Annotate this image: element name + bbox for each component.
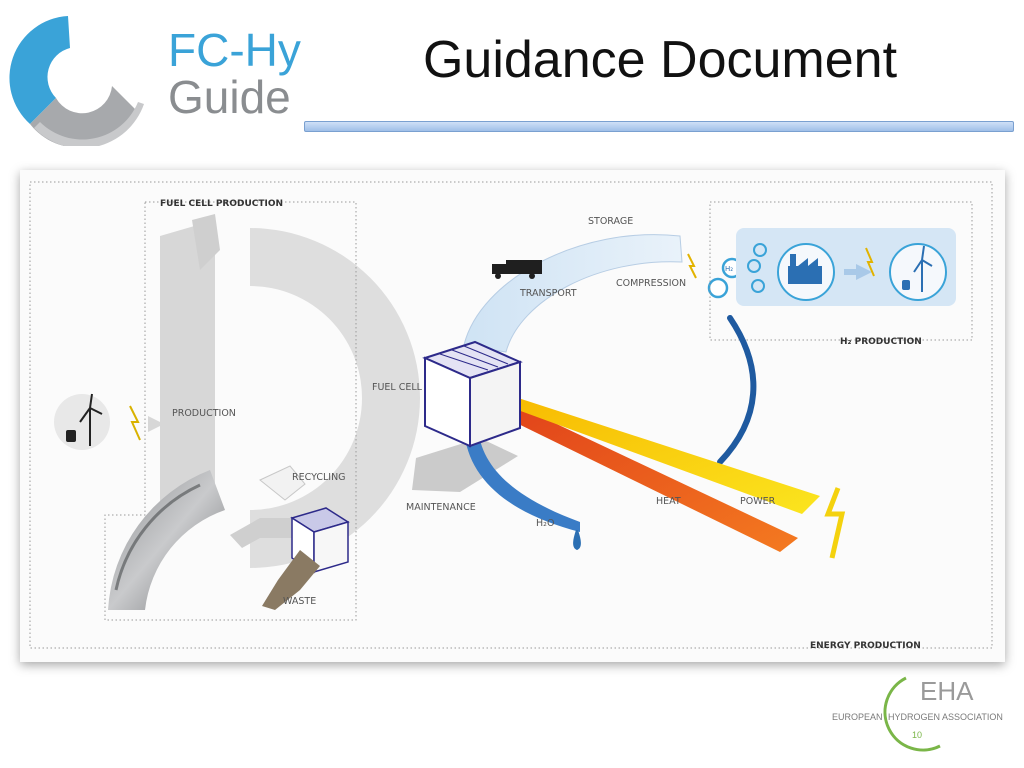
label-production: PRODUCTION xyxy=(172,408,236,419)
wind-turbine-icon-left xyxy=(66,393,103,446)
production-belt xyxy=(108,470,225,610)
logo-gray-arc-outer xyxy=(34,102,144,146)
label-fuel-cell-production: FUEL CELL PRODUCTION xyxy=(160,199,283,209)
production-column-top xyxy=(192,214,220,270)
factory-icon xyxy=(788,254,822,284)
logo-gray-arc xyxy=(30,86,136,146)
hydrogen-lifecycle-diagram: FUEL CELL PRODUCTION PRODUCTION RECYCLIN… xyxy=(29,181,993,651)
label-fuel-cell: FUEL CELL xyxy=(372,382,423,393)
lifecycle-ring xyxy=(250,228,420,568)
label-heat: HEAT xyxy=(656,496,681,507)
eha-logo: EHA EUROPEAN HYDROGEN ASSOCIATION 10 xyxy=(832,676,1003,752)
eha-logo-right: HYDROGEN ASSOCIATION xyxy=(888,712,1003,722)
waste-rubble xyxy=(262,550,320,610)
h2-badge: H₂ xyxy=(725,265,733,273)
fuel-cell-cube xyxy=(422,340,523,448)
eha-logo-abbr: EHA xyxy=(920,676,974,706)
logo-blue-arc xyxy=(9,16,70,124)
fuel-cell-production-frame xyxy=(104,201,357,621)
lightning-icon-small xyxy=(687,253,697,279)
label-h2o: H₂O xyxy=(536,518,554,529)
wind-turbine-badge xyxy=(889,243,947,301)
fc-hy-guide-logo: FC-Hy Guide xyxy=(9,16,301,146)
belt-stripe xyxy=(114,483,201,591)
label-recycling: RECYCLING xyxy=(292,472,346,483)
eha-logo-arc xyxy=(883,676,941,752)
wind-turbine-badge-left xyxy=(54,394,110,450)
h2-arrow-left xyxy=(844,264,872,280)
recycling-arrow xyxy=(259,465,306,501)
storage-arrow xyxy=(463,234,683,353)
maintenance-block xyxy=(412,438,518,492)
label-compression: COMPRESSION xyxy=(616,278,686,289)
lightning-icon-power xyxy=(824,487,846,559)
eha-logo-left: EUROPEAN xyxy=(832,712,883,722)
label-storage: STORAGE xyxy=(588,216,633,227)
energy-arrow-left xyxy=(148,416,164,432)
production-column xyxy=(160,220,215,505)
diagram-frame: FUEL CELL PRODUCTION PRODUCTION RECYCLIN… xyxy=(20,170,1005,662)
lightning-icon-left xyxy=(129,405,141,441)
label-h2-production: H₂ PRODUCTION xyxy=(840,337,922,347)
logo-text-line1: FC-Hy xyxy=(168,24,301,76)
h2-bubbles xyxy=(747,243,767,293)
logo-text-line2: Guide xyxy=(168,71,291,123)
wind-turbine-icon-h2 xyxy=(902,245,933,292)
label-maintenance: MAINTENANCE xyxy=(406,502,476,513)
power-beam xyxy=(496,396,820,514)
lightning-icon-h2 xyxy=(865,247,875,277)
water-drop-icon xyxy=(573,530,581,550)
title-underline xyxy=(304,121,1014,132)
label-energy-production: ENERGY PRODUCTION xyxy=(810,641,921,651)
label-waste: WASTE xyxy=(283,596,316,607)
energy-production-frame xyxy=(29,181,993,649)
slide-title: Guidance Document xyxy=(422,31,898,89)
eha-logo-number: 10 xyxy=(912,730,922,740)
label-power: POWER xyxy=(740,496,776,507)
h2-feed-arc xyxy=(717,315,757,465)
truck-icon xyxy=(492,260,542,279)
heat-beam xyxy=(490,400,798,552)
label-transport: TRANSPORT xyxy=(519,288,577,299)
